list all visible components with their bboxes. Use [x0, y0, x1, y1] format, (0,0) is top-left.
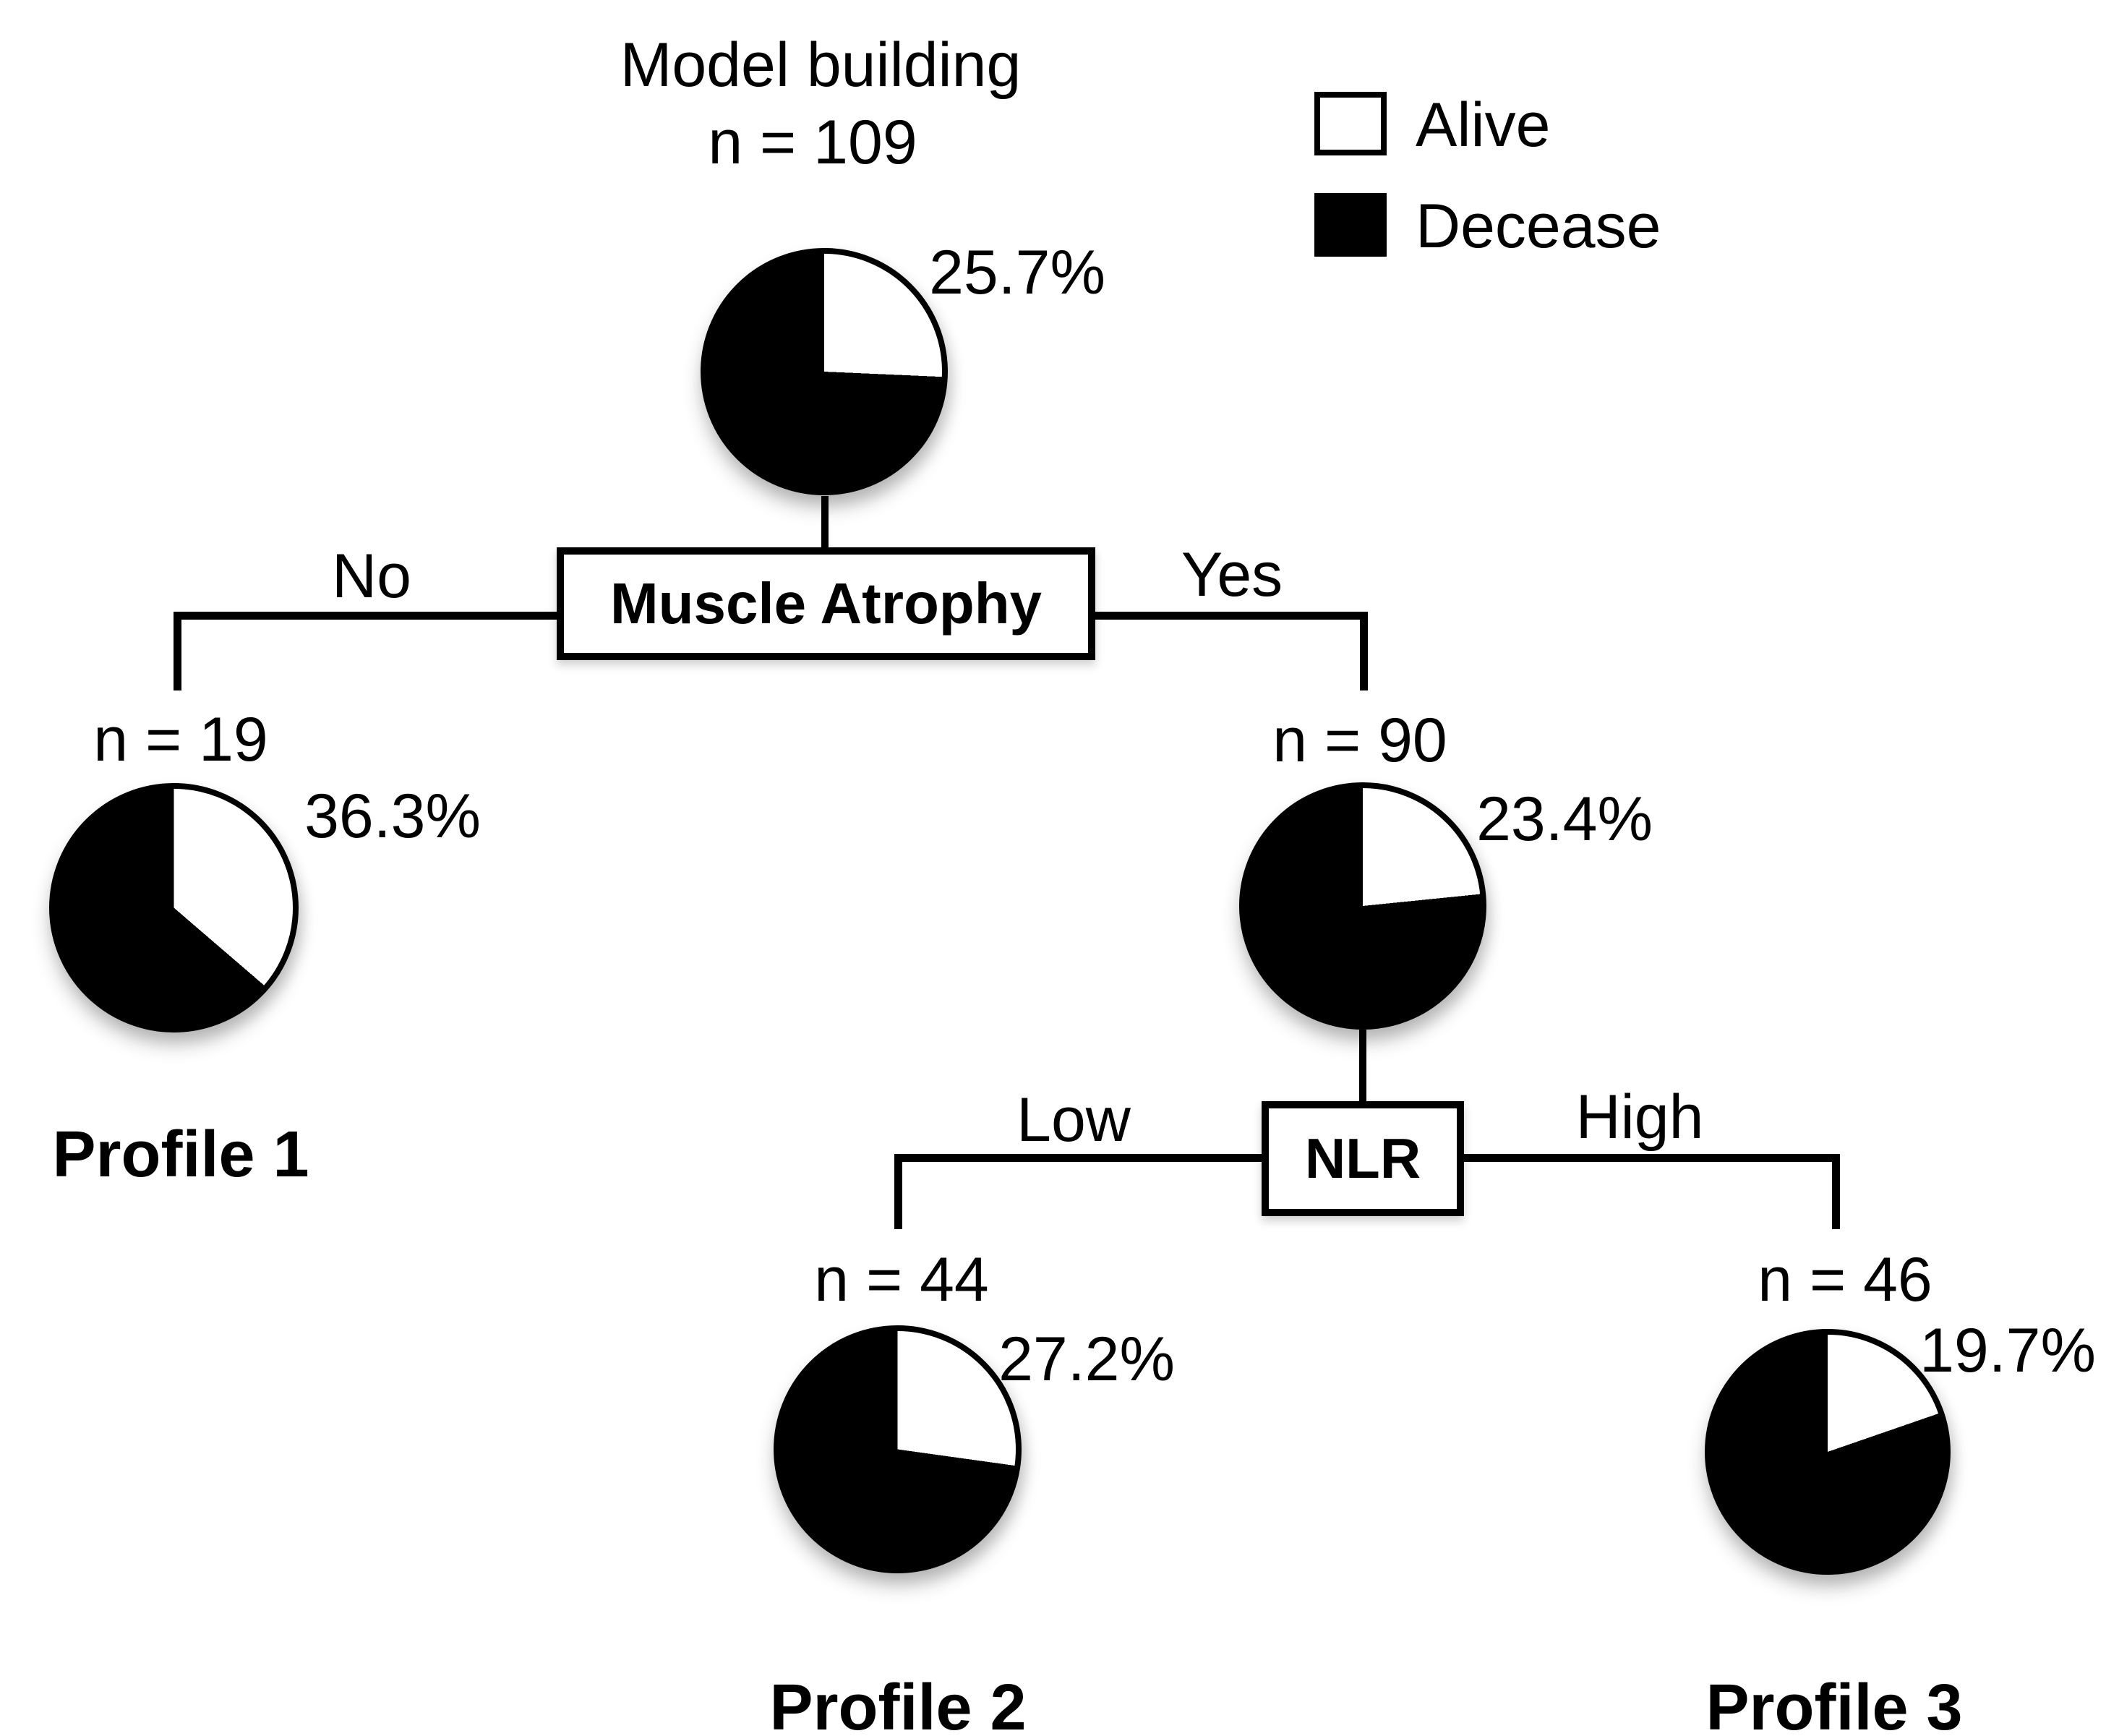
connector-root-to-muscle-atrophy: [821, 496, 829, 550]
decision-box-muscle-atrophy-label: Muscle Atrophy: [609, 571, 1043, 636]
legend-alive-label: Alive: [1416, 90, 1551, 160]
branch-line-no-vertical: [174, 612, 181, 690]
root-percent-label: 25.7%: [929, 238, 1105, 307]
profile1-percent-label: 36.3%: [304, 782, 481, 851]
branch-line-low-horizontal: [894, 1154, 1265, 1162]
branch-line-no-horizontal: [174, 612, 560, 620]
branch-line-yes-vertical: [1360, 612, 1368, 690]
profile1-title: Profile 1: [52, 1119, 309, 1191]
decision-box-muscle-atrophy: Muscle Atrophy: [557, 547, 1095, 660]
yes-node-pie-chart: [1239, 782, 1486, 1030]
root-pie-chart: [701, 248, 948, 495]
branch-line-high-vertical: [1832, 1154, 1840, 1229]
branch-label-low: Low: [1016, 1085, 1131, 1155]
connector-yes-to-nlr: [1359, 1030, 1366, 1103]
decision-box-nlr-label: NLR: [1304, 1126, 1421, 1190]
decision-box-nlr: NLR: [1262, 1101, 1464, 1216]
branch-line-yes-horizontal: [1092, 612, 1367, 620]
branch-label-high: High: [1575, 1082, 1704, 1152]
root-n-label: n = 109: [708, 108, 917, 177]
profile3-pie-chart: [1705, 1329, 1951, 1575]
profile3-title: Profile 3: [1705, 1672, 1963, 1736]
profile2-n-label: n = 44: [814, 1245, 989, 1314]
figure-title: Model building: [620, 30, 1022, 100]
profile2-percent-label: 27.2%: [998, 1325, 1175, 1394]
branch-label-no: No: [332, 542, 411, 611]
legend-decease-swatch: [1314, 193, 1387, 257]
yes-node-percent-label: 23.4%: [1476, 784, 1653, 854]
legend-decease-label: Decease: [1416, 192, 1661, 261]
legend-alive-swatch: [1314, 92, 1387, 155]
branch-line-high-horizontal: [1460, 1154, 1840, 1162]
profile3-n-label: n = 46: [1758, 1245, 1932, 1314]
branch-line-low-vertical: [894, 1154, 902, 1229]
profile2-title: Profile 2: [769, 1672, 1027, 1736]
profile1-pie-chart: [49, 783, 299, 1032]
yes-node-n-label: n = 90: [1272, 706, 1447, 775]
branch-label-yes: Yes: [1181, 540, 1283, 610]
profile2-pie-chart: [774, 1325, 1022, 1573]
profile1-n-label: n = 19: [93, 705, 268, 774]
profile3-percent-label: 19.7%: [1919, 1316, 2096, 1385]
